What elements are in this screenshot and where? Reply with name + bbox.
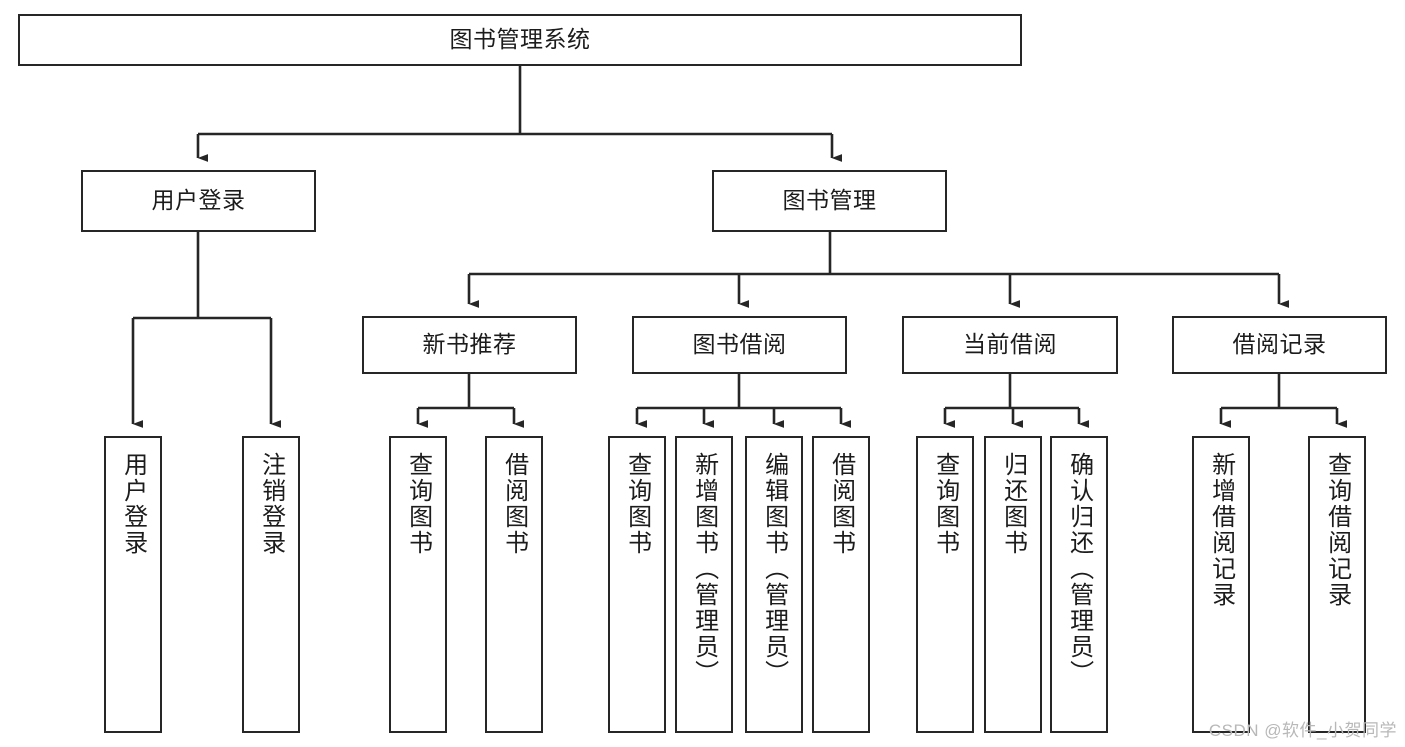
node-label: 新书推荐 [422, 331, 517, 358]
node-leaf-query-borrow-record[interactable]: 查询借阅记录 [1308, 436, 1366, 733]
node-label: 用户登录 [119, 452, 147, 556]
node-leaf-borrow-book-1[interactable]: 借阅图书 [485, 436, 543, 733]
node-label: 用户登录 [151, 187, 246, 214]
node-label: 新增借阅记录 [1207, 452, 1235, 608]
node-label: 借阅图书 [500, 452, 528, 556]
node-leaf-add-book[interactable]: 新增图书（管理员） [675, 436, 733, 733]
node-label: 查询图书 [931, 452, 959, 556]
node-label: 借阅记录 [1232, 331, 1327, 358]
node-leaf-user-login[interactable]: 用户登录 [104, 436, 162, 733]
node-label: 注销登录 [257, 452, 285, 556]
node-label: 图书管理 [782, 187, 877, 214]
node-label: 查询图书 [404, 452, 432, 556]
node-root-book-management-system[interactable]: 图书管理系统 [18, 14, 1022, 66]
node-leaf-query-book-3[interactable]: 查询图书 [916, 436, 974, 733]
node-label: 图书管理系统 [449, 26, 591, 53]
watermark-text: CSDN @软件_小贺同学 [1208, 721, 1397, 740]
node-book-manage[interactable]: 图书管理 [712, 170, 947, 232]
node-label: 当前借阅 [963, 331, 1057, 358]
node-label: 图书借阅 [692, 331, 787, 358]
node-label: 确认归还（管理员） [1065, 452, 1093, 686]
node-leaf-query-book-2[interactable]: 查询图书 [608, 436, 666, 733]
node-leaf-edit-book[interactable]: 编辑图书（管理员） [745, 436, 803, 733]
node-leaf-confirm-return[interactable]: 确认归还（管理员） [1050, 436, 1108, 733]
node-leaf-user-logout[interactable]: 注销登录 [242, 436, 300, 733]
node-new-book-recommend[interactable]: 新书推荐 [362, 316, 577, 374]
node-user-login[interactable]: 用户登录 [81, 170, 316, 232]
node-label: 新增图书（管理员） [690, 452, 718, 686]
node-leaf-return-book[interactable]: 归还图书 [984, 436, 1042, 733]
node-current-borrow[interactable]: 当前借阅 [902, 316, 1118, 374]
node-book-borrow[interactable]: 图书借阅 [632, 316, 847, 374]
node-label: 归还图书 [999, 452, 1027, 556]
node-label: 借阅图书 [827, 452, 855, 556]
node-leaf-query-book-1[interactable]: 查询图书 [389, 436, 447, 733]
node-label: 查询图书 [623, 452, 651, 556]
node-label: 编辑图书（管理员） [760, 452, 788, 686]
node-leaf-borrow-book-2[interactable]: 借阅图书 [812, 436, 870, 733]
node-leaf-add-borrow-record[interactable]: 新增借阅记录 [1192, 436, 1250, 733]
node-label: 查询借阅记录 [1323, 452, 1351, 608]
node-borrow-record[interactable]: 借阅记录 [1172, 316, 1387, 374]
